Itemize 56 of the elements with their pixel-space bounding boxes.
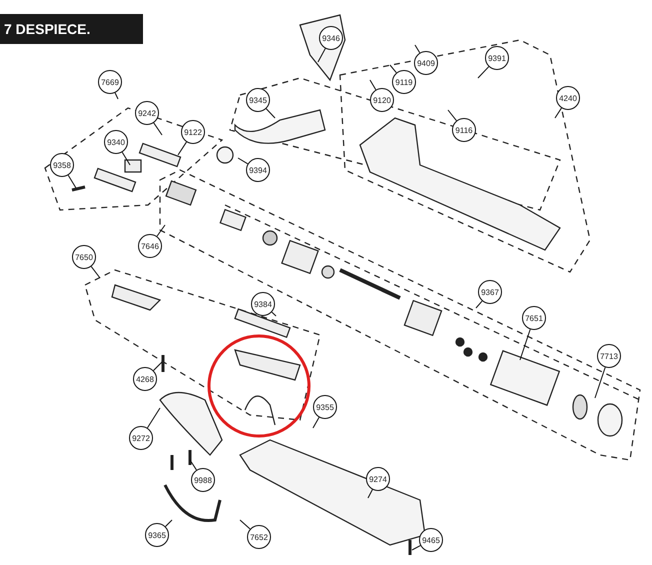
callout-number: 7669 [98,70,122,94]
leader-line [240,520,251,530]
leader-line [312,416,320,428]
callout-number: 9358 [50,153,74,177]
leader-line [164,520,172,528]
callout-number: 9394 [246,158,270,182]
callout-number: 9367 [478,280,502,304]
leader-line [146,408,160,428]
callout-number: 9365 [145,523,169,547]
leader-line [554,108,562,118]
leader-line [520,328,531,360]
leader-line [414,44,420,54]
callout-number: 9274 [366,467,390,491]
leader-line [594,366,606,398]
callout-number: 9988 [191,468,215,492]
callout-number: 9409 [414,51,438,75]
leader-line [476,300,483,308]
callout-number: 9465 [419,528,443,552]
callout-number: 9355 [313,395,337,419]
callout-number: 7650 [72,245,96,269]
section-title: 7 DESPIECE. [0,14,143,44]
callout-number: 9120 [370,88,394,112]
callout-number: 9340 [104,130,128,154]
leader-line [153,122,162,136]
callout-number: 9272 [129,426,153,450]
leader-line [90,266,100,278]
callout-number: 9122 [181,120,205,144]
callout-number: 7713 [597,344,621,368]
leader-line [370,80,376,90]
callout-number: 9391 [485,46,509,70]
callout-number: 7651 [522,306,546,330]
leader-line [114,92,118,100]
callout-number: 4240 [556,86,580,110]
leader-line [271,312,276,316]
leader-line [266,108,276,118]
callout-number: 9384 [251,292,275,316]
leader-line [478,66,490,78]
leader-line [152,362,162,372]
callout-number: 7646 [138,234,162,258]
callout-number: 9116 [452,118,476,142]
callout-number: 9242 [135,101,159,125]
callout-number: 7652 [247,525,271,549]
callout-number: 9119 [392,70,416,94]
callout-number: 9345 [246,88,270,112]
leader-line [412,545,421,550]
leader-line [448,110,457,122]
leader-line [368,489,373,498]
leader-line [390,64,397,74]
leader-line [318,48,326,62]
leader-line [190,460,197,470]
leader-line [122,152,130,166]
callout-number: 4268 [133,367,157,391]
leader-line [178,142,187,156]
leader-line [238,158,248,164]
leader-line [156,224,166,237]
leader-line [68,174,76,188]
